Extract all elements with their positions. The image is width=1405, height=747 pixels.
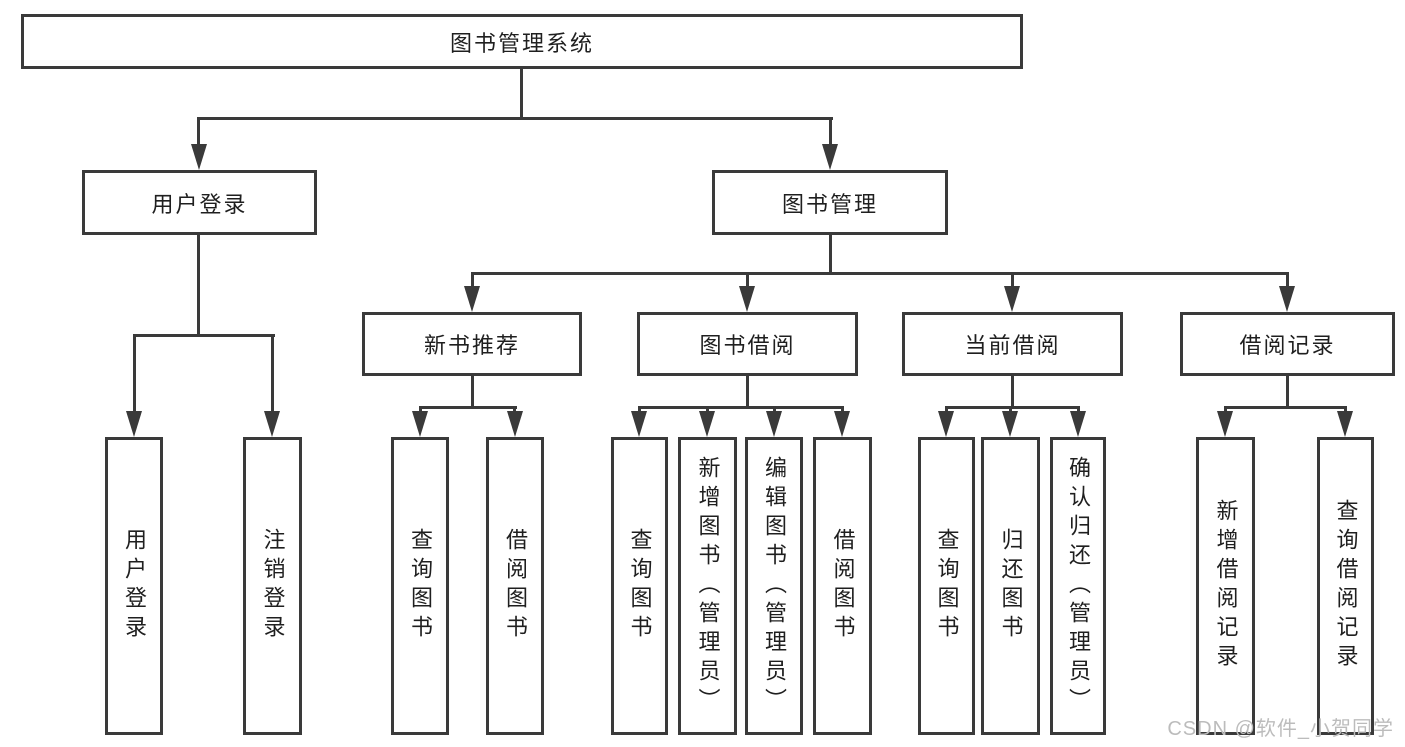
node-current-borrow: 当前借阅 — [902, 312, 1123, 376]
leaf-query-books-rec: 查询图书 — [391, 437, 449, 735]
arrow-to-leaf-login — [126, 411, 142, 437]
connector-current-borrow-bar — [945, 406, 1079, 409]
arrow-to-leaf-logout — [264, 411, 280, 437]
leaf-logout: 注销登录 — [243, 437, 302, 735]
leaf-query-books-borrow: 查询图书 — [611, 437, 668, 735]
node-book-borrow-label: 图书借阅 — [699, 333, 796, 358]
leaf-add-books-admin: 新增图书（管理员） — [678, 437, 737, 735]
leaf-borrow-books: 借阅图书 — [813, 437, 872, 735]
csdn-watermark: CSDN @软件_小贺同学 — [1167, 718, 1394, 740]
connector-borrow-record-drop — [1286, 272, 1289, 288]
node-user-login-label: 用户登录 — [151, 191, 248, 217]
connector-user-login-stem — [197, 235, 200, 336]
arrow-to-leaf10 — [1070, 411, 1086, 437]
arrow-to-leaf12 — [1337, 411, 1353, 437]
connector-root-stem — [520, 69, 523, 120]
connector-book-mgmt-drop — [829, 117, 832, 147]
arrow-to-leaf11 — [1217, 411, 1233, 437]
connector-book-borrow-drop — [746, 272, 749, 288]
connector-book-mgmt-stem — [829, 235, 832, 275]
arrow-to-borrow-record — [1279, 286, 1295, 312]
leaf-query-borrow-record: 查询借阅记录 — [1317, 437, 1374, 735]
connector-new-book-drop — [471, 272, 474, 288]
arrow-to-book-mgmt — [822, 144, 838, 170]
connector-leaf-logout-drop — [271, 334, 274, 414]
node-book-mgmt: 图书管理 — [712, 170, 948, 235]
leaf-return-books: 归还图书 — [981, 437, 1040, 735]
arrow-to-user-login — [191, 144, 207, 170]
arrow-to-leaf2 — [412, 411, 428, 437]
connector-book-borrow-stem — [746, 376, 749, 409]
arrow-to-current-borrow — [1004, 286, 1020, 312]
arrow-to-leaf8 — [938, 411, 954, 437]
connector-new-book-bar — [419, 406, 517, 409]
node-user-login: 用户登录 — [82, 170, 317, 235]
node-book-mgmt-label: 图书管理 — [781, 191, 878, 217]
node-new-book-rec-label: 新书推荐 — [423, 333, 520, 358]
arrow-to-leaf5 — [699, 411, 715, 437]
leaf-add-borrow-record: 新增借阅记录 — [1196, 437, 1255, 735]
connector-user-login-bar — [133, 334, 275, 337]
leaf-user-login: 用户登录 — [105, 437, 163, 735]
arrow-to-new-book — [464, 286, 480, 312]
connector-current-borrow-stem — [1011, 376, 1014, 409]
leaf-edit-books-admin: 编辑图书（管理员） — [745, 437, 803, 735]
node-new-book-rec: 新书推荐 — [362, 312, 582, 376]
arrow-to-leaf6 — [766, 411, 782, 437]
connector-level2-bar — [197, 117, 833, 120]
node-book-borrow: 图书借阅 — [637, 312, 858, 376]
leaf-confirm-return-admin: 确认归还（管理员） — [1050, 437, 1106, 735]
arrow-to-leaf7 — [834, 411, 850, 437]
connector-borrow-record-stem — [1286, 376, 1289, 409]
leaf-borrow-books-rec: 借阅图书 — [486, 437, 544, 735]
connector-level3-bar — [471, 272, 1288, 275]
arrow-to-leaf4 — [631, 411, 647, 437]
connector-current-borrow-drop — [1011, 272, 1014, 288]
connector-borrow-record-bar — [1224, 406, 1346, 409]
connector-new-book-stem — [471, 376, 474, 409]
arrow-to-book-borrow — [739, 286, 755, 312]
arrow-to-leaf3 — [507, 411, 523, 437]
connector-book-borrow-bar — [638, 406, 844, 409]
connector-user-login-drop — [197, 117, 200, 147]
connector-leaf-login-drop — [133, 334, 136, 414]
node-borrow-record-label: 借阅记录 — [1239, 333, 1336, 358]
arrow-to-leaf9 — [1002, 411, 1018, 437]
node-borrow-record: 借阅记录 — [1180, 312, 1395, 376]
node-library-system-label: 图书管理系统 — [449, 30, 594, 56]
node-current-borrow-label: 当前借阅 — [964, 333, 1061, 358]
leaf-query-books-current: 查询图书 — [918, 437, 975, 735]
node-library-system: 图书管理系统 — [21, 14, 1023, 69]
